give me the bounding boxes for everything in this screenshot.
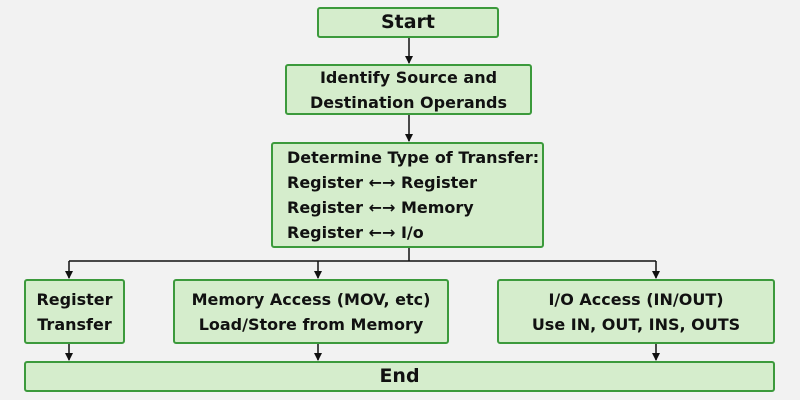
identify-operands-node: Identify Source and Destination Operands: [285, 64, 532, 115]
memory-access-line-2: Load/Store from Memory: [198, 314, 424, 334]
identify-line-1: Identify Source and: [319, 67, 498, 87]
register-transfer-node: Register Transfer: [24, 279, 125, 344]
io-access-node: I/O Access (IN/OUT) Use IN, OUT, INS, OU…: [497, 279, 775, 344]
determine-register-register: Register ←→ Register: [287, 173, 477, 192]
determine-title: Determine Type of Transfer:: [287, 148, 540, 167]
io-access-line-1: I/O Access (IN/OUT): [548, 289, 724, 309]
determine-transfer-node: Determine Type of Transfer: Register ←→ …: [271, 142, 544, 248]
determine-register-memory: Register ←→ Memory: [287, 198, 474, 217]
memory-access-node: Memory Access (MOV, etc) Load/Store from…: [173, 279, 449, 344]
end-label: End: [379, 365, 420, 387]
register-transfer-line-2: Transfer: [37, 314, 112, 334]
determine-register-io: Register ←→ I/o: [287, 223, 424, 242]
register-transfer-line-1: Register: [36, 289, 113, 309]
identify-line-2: Destination Operands: [309, 92, 508, 112]
start-node: Start: [317, 7, 499, 38]
start-label: Start: [380, 11, 436, 33]
end-node: End: [24, 361, 775, 392]
memory-access-line-1: Memory Access (MOV, etc): [191, 289, 431, 309]
io-access-line-2: Use IN, OUT, INS, OUTS: [531, 314, 741, 334]
